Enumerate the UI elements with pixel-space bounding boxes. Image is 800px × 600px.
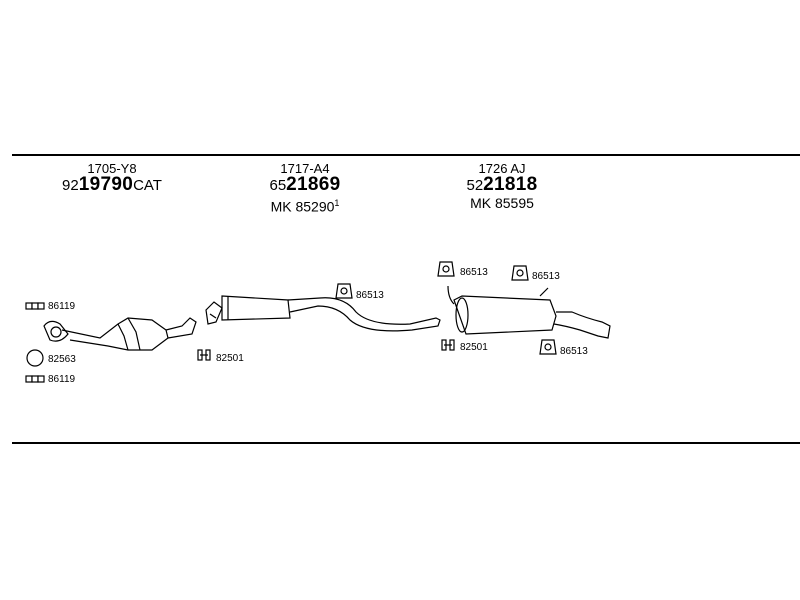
ring-gasket-icon <box>26 349 44 367</box>
part-group-catalytic-converter: 1705-Y8 9219790CAT <box>62 161 162 195</box>
gasket-icon <box>25 302 45 310</box>
part-number: 6521869 <box>269 174 341 195</box>
part-group-code: 1726 AJ <box>478 161 526 176</box>
part-number: 9219790CAT <box>62 174 162 195</box>
part-group-rear-silencer: 1726 AJ 5221818 MK 85595 <box>466 161 537 211</box>
mk-number: MK 852901 <box>269 195 340 215</box>
bottom-divider <box>12 442 800 444</box>
label-clamp-82501: 82501 <box>216 353 244 364</box>
label-clamp-82501-b: 82501 <box>460 342 488 353</box>
part-group-middle-silencer: 1717-A4 6521869 MK 852901 <box>269 161 340 215</box>
label-hanger-86513: 86513 <box>356 290 384 301</box>
middle-silencer <box>205 295 441 332</box>
label-ring-82563: 82563 <box>48 354 76 365</box>
part-group-code: 1705-Y8 <box>87 161 137 176</box>
part-number-main: 19790 <box>78 174 134 195</box>
mk-number-text: MK 85290 <box>270 198 335 215</box>
label-hanger-86513-d: 86513 <box>560 346 588 357</box>
label-gasket-86119: 86119 <box>48 301 76 312</box>
rear-silencer <box>447 285 611 339</box>
rubber-hanger-icon <box>539 339 557 355</box>
rubber-hanger-icon <box>511 265 529 281</box>
top-divider <box>12 154 800 156</box>
part-number-prefix: 92 <box>62 177 79 194</box>
rubber-hanger-icon <box>437 261 455 277</box>
part-number-main: 21869 <box>286 174 341 195</box>
part-number-main: 21818 <box>483 174 538 195</box>
mk-number-text: MK 85595 <box>470 195 534 211</box>
clamp-icon <box>441 339 455 351</box>
part-number-prefix: 52 <box>466 177 484 194</box>
clamp-icon <box>197 349 211 361</box>
label-hanger-86513-b: 86513 <box>460 267 488 278</box>
mk-number: MK 85595 <box>466 195 537 211</box>
part-number-prefix: 65 <box>269 177 287 194</box>
part-number-suffix: CAT <box>133 177 162 194</box>
part-number: 5221818 <box>466 174 538 195</box>
label-gasket-86119-b: 86119 <box>48 374 76 385</box>
rubber-hanger-icon <box>335 283 353 299</box>
label-hanger-86513-c: 86513 <box>532 271 560 282</box>
mk-number-superscript: 1 <box>334 198 340 208</box>
gasket-icon <box>25 375 45 383</box>
part-group-code: 1717-A4 <box>280 161 330 176</box>
catalytic-converter <box>43 317 197 351</box>
